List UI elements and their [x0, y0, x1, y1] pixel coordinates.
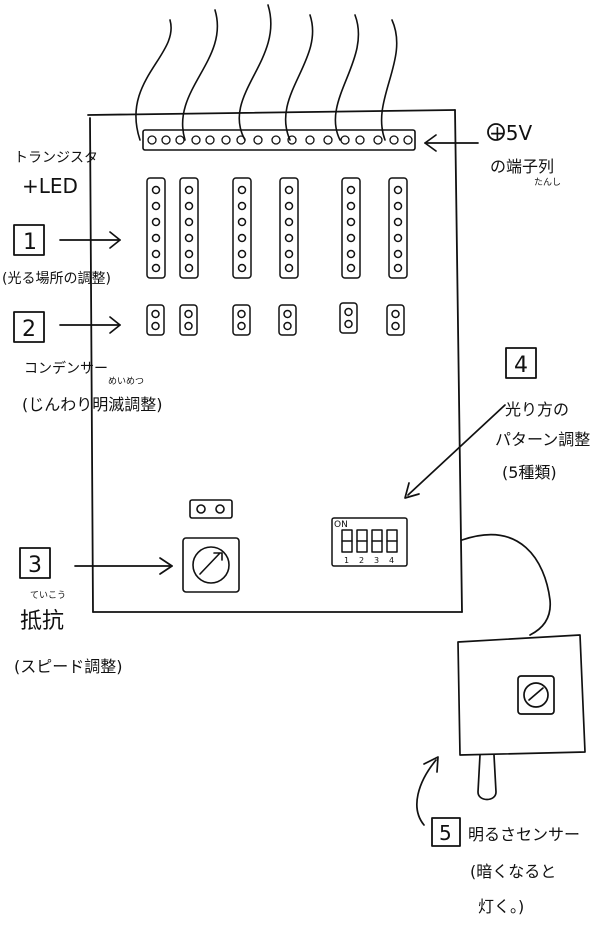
led-strip — [179, 177, 199, 279]
number-boxes — [13, 123, 537, 847]
wire — [380, 19, 398, 141]
dip-switch — [331, 517, 408, 567]
wire — [181, 9, 219, 141]
sensor-knob-housing — [517, 675, 555, 715]
resistor-body — [182, 537, 240, 593]
capacitor — [278, 304, 297, 336]
caption-item3-ruby: ていこう — [30, 590, 66, 601]
arrow-item1 — [59, 231, 121, 249]
number-1: 1 — [23, 230, 37, 255]
wire — [135, 19, 172, 141]
capacitors — [146, 302, 405, 336]
led-strips — [146, 177, 408, 279]
number-2: 2 — [22, 317, 36, 342]
resistor-knob — [192, 546, 230, 584]
capacitor — [339, 302, 358, 334]
arrow-item5 — [416, 756, 439, 826]
light-sensor — [457, 533, 586, 801]
led-strip — [279, 177, 299, 279]
dip-switch-body — [331, 517, 408, 567]
led-strip — [388, 177, 408, 279]
led-strip — [146, 177, 166, 279]
led-strip — [341, 177, 361, 279]
board-right-edge — [454, 109, 463, 613]
arrow-item4 — [404, 404, 506, 499]
caption-item1: (光る場所の調整) — [2, 271, 111, 287]
number-box-2 — [13, 311, 45, 343]
capacitor — [232, 304, 251, 336]
terminal-strip — [142, 129, 416, 151]
caption-item5-c: 灯く。) — [478, 897, 524, 916]
board-top-edge — [87, 109, 456, 116]
caption-item2-a: コンデンサー — [24, 360, 108, 377]
resistor-connector — [189, 499, 233, 519]
arrow-terminal — [424, 134, 479, 152]
number-box-3 — [19, 547, 51, 579]
label-transistor: トランジスタ — [14, 150, 98, 166]
sensor-cable — [461, 533, 551, 636]
caption-item3-a: 抵抗 — [20, 609, 64, 634]
capacitor — [179, 304, 198, 336]
caption-item2-ruby: めいめつ — [108, 376, 144, 387]
caption-item2-b: (じんわり明滅調整) — [22, 395, 163, 414]
terminal-ruby: たんし — [534, 177, 561, 188]
caption-item5-a: 明るさセンサー — [468, 825, 580, 844]
terminal-label-b: の端子列 — [490, 157, 554, 176]
caption-item3-b: (スピード調整) — [14, 657, 123, 676]
wire — [334, 14, 360, 141]
wire-bundle — [135, 4, 398, 141]
sensor-knob — [523, 682, 549, 708]
caption-item4-c: (5種類) — [502, 463, 557, 482]
terminal-strip-body — [142, 129, 416, 151]
led-strip — [232, 177, 252, 279]
terminal-label-a: +5V — [489, 121, 532, 145]
arrow-item3 — [74, 557, 173, 575]
caption-item4-b: パターン調整 — [495, 430, 590, 449]
circuit-board — [87, 109, 463, 613]
capacitor — [386, 304, 405, 336]
dip-number-2: 2 — [359, 556, 364, 565]
sensor-box — [457, 634, 586, 756]
sensor-probe — [477, 754, 497, 801]
speed-resistor — [182, 499, 240, 593]
wire — [238, 4, 272, 141]
wire — [284, 14, 314, 141]
caption-item4-a: 光り方の — [505, 400, 569, 419]
arrows — [59, 134, 506, 826]
number-box-4 — [505, 347, 537, 379]
arrow-item2 — [59, 316, 121, 334]
board-left-edge — [89, 117, 94, 613]
number-3: 3 — [28, 553, 42, 578]
number-box-1 — [13, 224, 45, 256]
label-led: +LED — [22, 174, 78, 198]
plus-circle — [487, 123, 505, 141]
number-4: 4 — [514, 353, 528, 378]
dip-number-1: 1 — [344, 556, 349, 565]
dip-number-4: 4 — [389, 556, 394, 565]
caption-item5-b: (暗くなると — [470, 862, 556, 881]
capacitor — [146, 304, 165, 336]
number-5: 5 — [439, 821, 452, 845]
number-box-5 — [431, 817, 461, 847]
dip-number-3: 3 — [374, 556, 379, 565]
dip-label: ON — [334, 520, 348, 530]
terminal-holes — [147, 135, 413, 145]
text-labels: トランジスタ +LED 1 (光る場所の調整) 2 コンデンサー めいめつ (じ… — [2, 121, 590, 916]
